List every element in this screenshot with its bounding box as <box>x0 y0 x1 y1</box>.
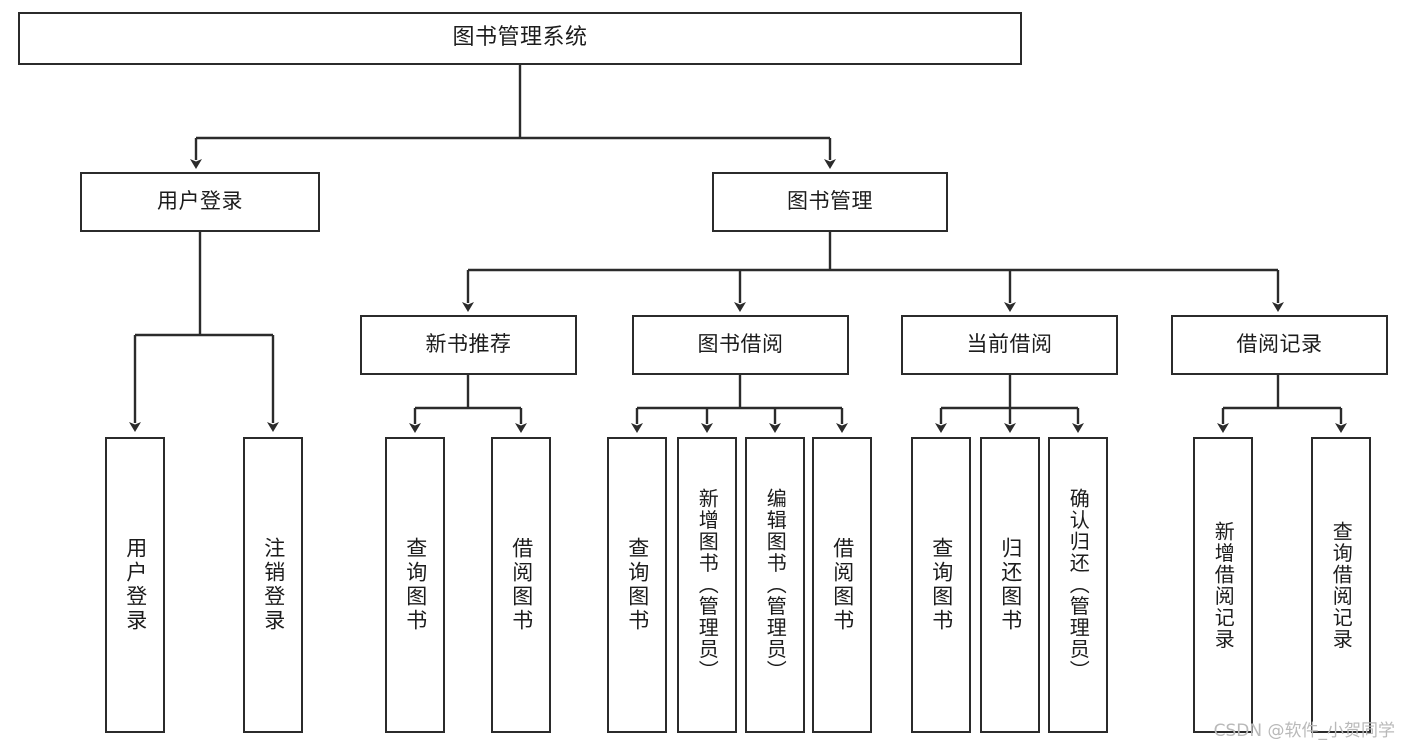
node-book-borrowing[interactable]: 图书借阅 <box>632 315 849 375</box>
node-label: 图书借阅 <box>697 332 784 357</box>
node-leaf-query-borrow-record[interactable]: 查询借阅记录 <box>1311 437 1371 733</box>
node-label: 图书管理系统 <box>452 25 588 51</box>
node-current-borrowing[interactable]: 当前借阅 <box>901 315 1118 375</box>
node-label: 编辑图书（管理员） <box>763 488 788 682</box>
node-root-book-management-system[interactable]: 图书管理系统 <box>18 12 1022 65</box>
node-leaf-query-book-rec[interactable]: 查询图书 <box>385 437 445 733</box>
node-label: 用户登录 <box>123 537 148 633</box>
node-label: 查询借阅记录 <box>1329 520 1354 650</box>
node-label: 归还图书 <box>998 537 1023 633</box>
node-new-book-recommendation[interactable]: 新书推荐 <box>360 315 577 375</box>
node-leaf-query-book-current[interactable]: 查询图书 <box>911 437 971 733</box>
node-label: 借阅记录 <box>1236 332 1323 357</box>
node-label: 新增借阅记录 <box>1211 520 1236 650</box>
node-leaf-add-borrow-record[interactable]: 新增借阅记录 <box>1193 437 1253 733</box>
node-user-login[interactable]: 用户登录 <box>80 172 320 232</box>
node-leaf-query-book-borrow[interactable]: 查询图书 <box>607 437 667 733</box>
node-label: 新增图书（管理员） <box>695 488 720 682</box>
watermark: CSDN @软件_小贺同学 <box>1213 721 1395 741</box>
node-label: 图书管理 <box>787 189 873 214</box>
node-leaf-user-login[interactable]: 用户登录 <box>105 437 165 733</box>
node-label: 查询图书 <box>625 537 650 633</box>
node-label: 确认归还（管理员） <box>1066 488 1091 682</box>
node-label: 借阅图书 <box>830 537 855 633</box>
node-book-management[interactable]: 图书管理 <box>712 172 948 232</box>
node-label: 注销登录 <box>261 537 286 633</box>
node-leaf-add-book-admin[interactable]: 新增图书（管理员） <box>677 437 737 733</box>
node-leaf-borrow-book[interactable]: 借阅图书 <box>812 437 872 733</box>
node-label: 新书推荐 <box>425 332 512 357</box>
node-label: 查询图书 <box>403 537 428 633</box>
node-leaf-logout[interactable]: 注销登录 <box>243 437 303 733</box>
node-label: 查询图书 <box>929 537 954 633</box>
node-leaf-edit-book-admin[interactable]: 编辑图书（管理员） <box>745 437 805 733</box>
node-leaf-confirm-return-admin[interactable]: 确认归还（管理员） <box>1048 437 1108 733</box>
node-leaf-borrow-book-rec[interactable]: 借阅图书 <box>491 437 551 733</box>
node-borrow-record[interactable]: 借阅记录 <box>1171 315 1388 375</box>
node-leaf-return-book[interactable]: 归还图书 <box>980 437 1040 733</box>
node-label: 当前借阅 <box>966 332 1053 357</box>
node-label: 用户登录 <box>157 189 243 214</box>
node-label: 借阅图书 <box>509 537 534 633</box>
